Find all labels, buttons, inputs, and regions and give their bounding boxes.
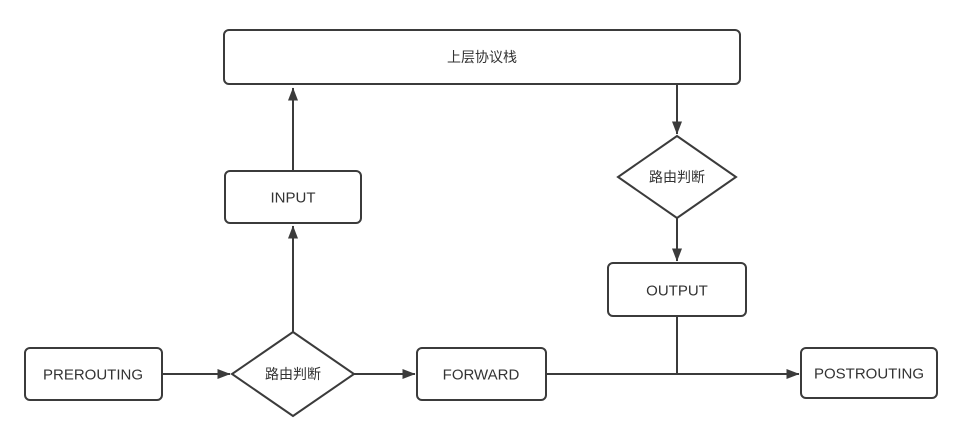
route-decision-top-label: 路由判断	[649, 169, 705, 185]
upper-protocol-stack-label: 上层协议栈	[447, 49, 517, 65]
prerouting-label: PREROUTING	[43, 366, 143, 383]
forward-label: FORWARD	[443, 366, 520, 383]
node-upper-protocol-stack: 上层协议栈	[223, 29, 741, 85]
route-decision-bottom-diamond	[230, 330, 356, 418]
node-postrouting: POSTROUTING	[800, 347, 938, 399]
node-input: INPUT	[224, 170, 362, 224]
upper-protocol-stack-box	[223, 29, 741, 85]
node-output: OUTPUT	[607, 262, 747, 317]
input-label: INPUT	[271, 189, 316, 206]
node-prerouting: PREROUTING	[24, 347, 163, 401]
route-decision-bottom-label: 路由判断	[265, 366, 321, 382]
output-label: OUTPUT	[646, 282, 708, 299]
postrouting-box	[800, 347, 938, 399]
postrouting-label: POSTROUTING	[814, 365, 924, 382]
node-route-decision-top: 路由判断	[616, 134, 738, 220]
edge-group	[162, 85, 800, 379]
node-forward: FORWARD	[416, 347, 547, 401]
output-box	[607, 262, 747, 317]
node-route-decision-bottom: 路由判断	[230, 330, 356, 418]
forward-box	[416, 347, 547, 401]
input-box	[224, 170, 362, 224]
prerouting-box	[24, 347, 163, 401]
route-decision-top-diamond	[616, 134, 738, 220]
